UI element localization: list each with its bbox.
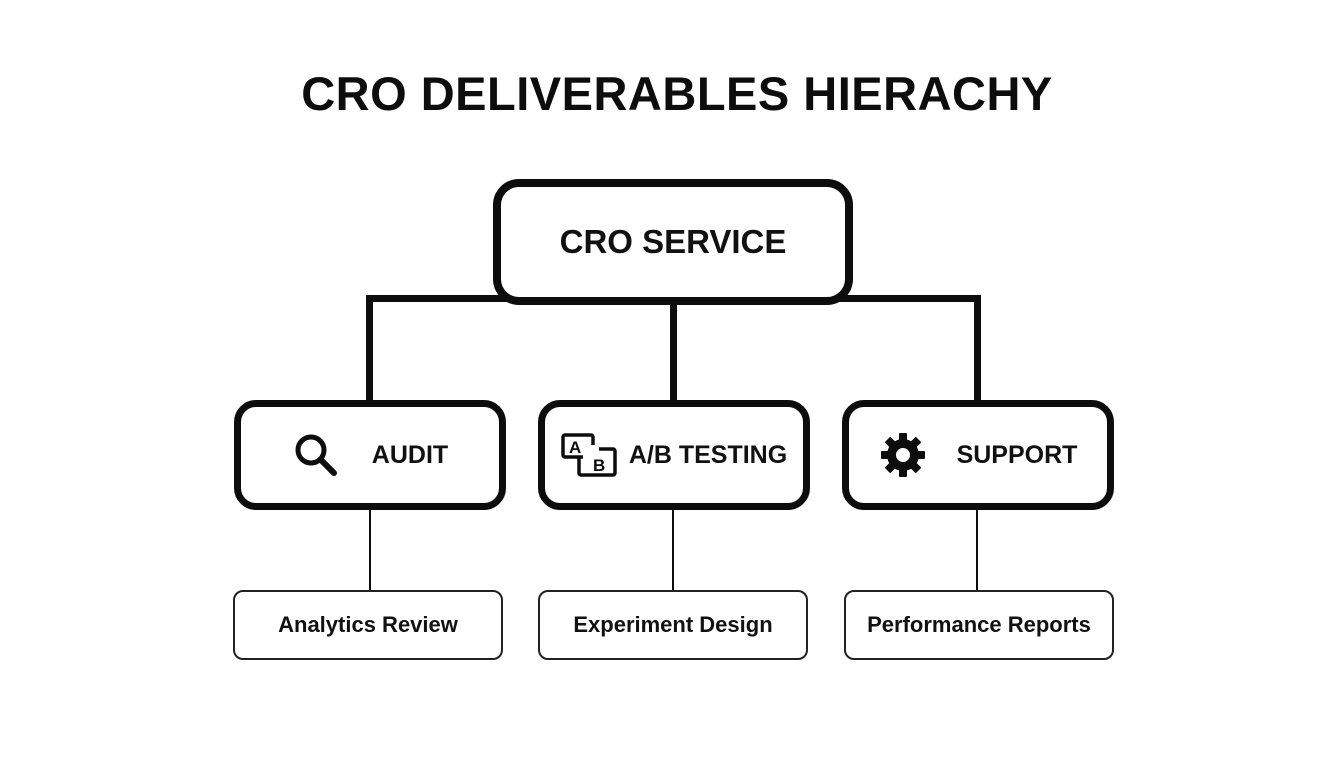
- leaf-performance-reports: Performance Reports: [844, 590, 1114, 660]
- connector-ab-testing: [670, 300, 677, 403]
- node-support: SUPPORT: [842, 400, 1114, 510]
- node-audit-label: AUDIT: [371, 440, 449, 469]
- node-ab-testing: A B A/B TESTING: [538, 400, 810, 510]
- gear-icon: [879, 431, 927, 479]
- leaf-analytics-review: Analytics Review: [233, 590, 503, 660]
- connector-audit: [366, 295, 373, 403]
- node-ab-testing-label: A/B TESTING: [628, 440, 788, 469]
- leaf-experiment-design: Experiment Design: [538, 590, 808, 660]
- node-support-label: SUPPORT: [956, 440, 1078, 469]
- svg-text:A: A: [569, 438, 581, 457]
- diagram-title: CRO DELIVERABLES HIERACHY: [301, 67, 1053, 120]
- connector-support: [974, 295, 981, 403]
- ab-testing-icon: A B: [561, 433, 619, 477]
- search-icon: [292, 431, 340, 479]
- leaf-label: Performance Reports: [867, 612, 1091, 637]
- svg-text:B: B: [593, 456, 605, 475]
- connector-audit-leaf: [369, 508, 371, 592]
- root-node-label: CRO SERVICE: [559, 223, 787, 260]
- leaf-label: Analytics Review: [278, 612, 458, 637]
- leaf-label: Experiment Design: [573, 612, 773, 637]
- connector-ab-leaf: [672, 508, 674, 592]
- node-audit: AUDIT: [234, 400, 506, 510]
- root-node-cro-service: CRO SERVICE: [493, 179, 853, 305]
- connector-support-leaf: [976, 508, 978, 592]
